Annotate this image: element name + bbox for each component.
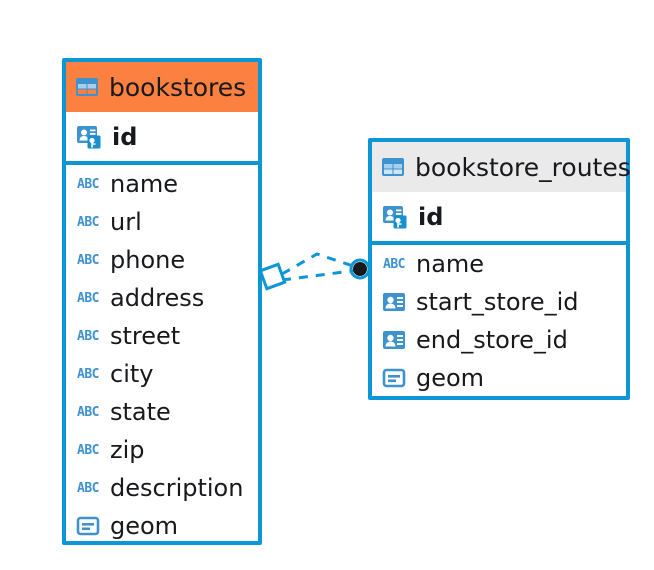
attribute-row[interactable]: ABC city [66,355,258,393]
relationship-line [281,252,360,282]
foreign-key-icon [383,293,405,311]
abc-icon: ABC [75,247,101,273]
relationship-connector[interactable] [255,240,385,320]
abc-icon: ABC [75,361,101,387]
attribute-label-description: description [110,474,244,502]
entity-title-bookstores: bookstores [109,72,247,102]
abc-icon: ABC [75,171,101,197]
abc-icon-text: ABC [77,214,99,230]
attribute-label-id: id [418,202,444,231]
attribute-label-id: id [112,122,138,151]
primary-key-icon [77,125,101,148]
abc-icon: ABC [75,399,101,425]
attribute-label-geom: geom [416,364,485,392]
abc-icon-text: ABC [77,480,99,496]
attribute-row[interactable]: ABC address [66,279,258,317]
open-diamond-marker [258,262,287,291]
attribute-label-url: url [110,208,142,236]
attribute-row[interactable]: ABC phone [66,241,258,279]
table-icon [382,158,404,176]
abc-icon: ABC [75,323,101,349]
attribute-label-name: name [416,250,485,278]
attribute-row[interactable]: ABC zip [66,431,258,469]
attribute-label-name: name [110,170,179,198]
abc-icon: ABC [381,251,407,277]
abc-icon-text: ABC [77,328,99,344]
abc-icon: ABC [75,209,101,235]
geometry-icon [382,368,406,388]
filled-circle-marker-ring [349,258,371,280]
attribute-label-address: address [110,284,205,312]
abc-icon: ABC [75,475,101,501]
abc-icon-text: ABC [77,442,99,458]
filled-circle-marker [353,262,367,276]
attribute-row-primary-key[interactable]: id [372,192,626,241]
attribute-label-zip: zip [110,436,145,464]
attribute-row[interactable]: geom [66,507,258,545]
entity-bookstore-routes[interactable]: bookstore_routes id ABC name start_store_i… [368,138,631,400]
attribute-label-street: street [110,322,181,350]
table-icon [76,78,98,96]
attribute-row[interactable]: ABC state [66,393,258,431]
attribute-label-state: state [110,398,171,426]
attribute-label-end-store-id: end_store_id [416,326,568,354]
abc-icon-text: ABC [77,290,99,306]
entity-title-bookstore-routes: bookstore_routes [415,152,631,182]
attribute-row[interactable]: geom [372,359,626,397]
attribute-label-geom: geom [110,512,179,540]
abc-icon-text: ABC [383,256,405,272]
primary-key-divider [372,241,626,245]
entity-header-bookstore-routes[interactable]: bookstore_routes [372,142,631,192]
attribute-label-city: city [110,360,154,388]
attribute-row[interactable]: ABC name [66,165,258,203]
attribute-row[interactable]: start_store_id [372,283,626,321]
geometry-icon [76,516,100,536]
abc-icon: ABC [75,285,101,311]
abc-icon-text: ABC [77,176,99,192]
abc-icon-text: ABC [77,404,99,420]
primary-key-icon [383,205,407,228]
attribute-label-start-store-id: start_store_id [416,288,579,316]
attribute-row[interactable]: ABC name [372,245,626,283]
abc-icon-text: ABC [77,366,99,382]
attribute-row[interactable]: end_store_id [372,321,626,359]
attribute-row[interactable]: ABC description [66,469,258,507]
primary-key-divider [66,161,258,165]
attribute-row-primary-key[interactable]: id [66,112,258,161]
abc-icon: ABC [75,437,101,463]
foreign-key-icon [383,331,405,349]
attribute-row[interactable]: ABC street [66,317,258,355]
attribute-label-phone: phone [110,246,186,274]
attribute-row[interactable]: ABC url [66,203,258,241]
abc-icon-text: ABC [77,252,99,268]
entity-header-bookstores[interactable]: bookstores [66,62,258,112]
